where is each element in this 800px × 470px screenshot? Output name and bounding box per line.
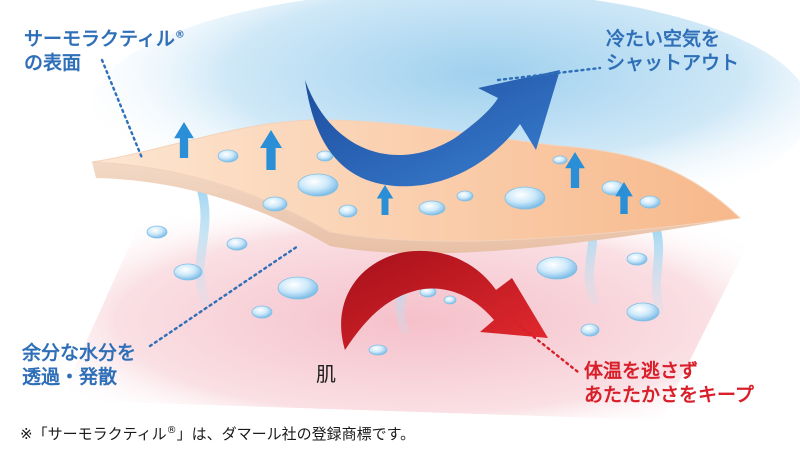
skin-label: 肌 <box>316 362 336 387</box>
warmth-label-line1: 体温を逃さず <box>584 360 699 382</box>
arrow-up-icon <box>260 130 282 170</box>
surface-label: サーモラクティル® の表面 <box>24 28 185 76</box>
water-droplet-icon <box>580 323 600 337</box>
arrow-up-icon <box>174 122 194 158</box>
cold-air-label-line2: シャットアウト <box>606 51 740 74</box>
vapor-arrows <box>174 122 633 215</box>
moisture-label-line1: 余分な水分を <box>22 342 137 364</box>
water-droplet-icon <box>443 295 457 305</box>
moisture-label: 余分な水分を 透過・発散 <box>22 342 136 390</box>
water-droplet-icon <box>297 173 339 197</box>
water-droplet-icon <box>316 150 334 162</box>
water-droplet-icon <box>226 237 248 251</box>
surface-label-line2: の表面 <box>24 51 82 74</box>
warmth-label-line2: あたたかさをキープ <box>584 383 754 406</box>
water-droplet-icon <box>504 186 546 210</box>
surface-leader-line <box>100 58 144 160</box>
registered-mark: ® <box>174 29 185 41</box>
warm-air-arrow-icon <box>341 250 548 350</box>
footnote-registered-mark: ® <box>166 425 177 436</box>
cold-leader-line <box>496 66 602 82</box>
water-droplet-icon <box>338 204 358 218</box>
water-droplet-icon <box>536 256 578 280</box>
water-droplet-icon <box>173 263 203 281</box>
skin-label-text: 肌 <box>316 362 336 386</box>
footnote-prefix: ※「サーモラクティル <box>20 425 167 443</box>
cold-air-arrow-icon <box>305 70 560 187</box>
warmth-label: 体温を逃さず あたたかさをキープ <box>584 360 754 408</box>
water-droplet-icon <box>639 195 661 209</box>
cold-air-label-line1: 冷たい空気を <box>606 28 721 50</box>
water-droplet-icon <box>262 196 288 212</box>
water-droplet-icon <box>277 276 319 300</box>
water-droplet-icon <box>146 225 168 239</box>
water-droplets <box>146 149 661 356</box>
water-droplet-icon <box>251 305 273 319</box>
surface-label-line1: サーモラクティル <box>24 28 175 50</box>
trademark-footnote: ※「サーモラクティル®」は、ダマール社の登録商標です。 <box>20 423 415 444</box>
water-droplet-icon <box>217 149 239 163</box>
arrow-up-icon <box>565 152 585 188</box>
footnote-suffix: 」は、ダマール社の登録商標です。 <box>176 425 416 443</box>
water-droplet-icon <box>626 252 648 266</box>
moisture-leader-line <box>148 244 300 348</box>
water-droplet-icon <box>552 155 568 165</box>
arrow-up-icon <box>615 182 633 214</box>
water-droplet-icon <box>626 302 660 322</box>
water-droplet-icon <box>418 200 446 216</box>
arrow-up-icon <box>376 185 394 215</box>
cold-air-label: 冷たい空気を シャットアウト <box>606 28 739 76</box>
water-droplet-icon <box>368 344 388 356</box>
moisture-label-line2: 透過・発散 <box>22 365 118 388</box>
warm-leader-line <box>508 316 580 374</box>
water-droplet-icon <box>456 190 474 202</box>
